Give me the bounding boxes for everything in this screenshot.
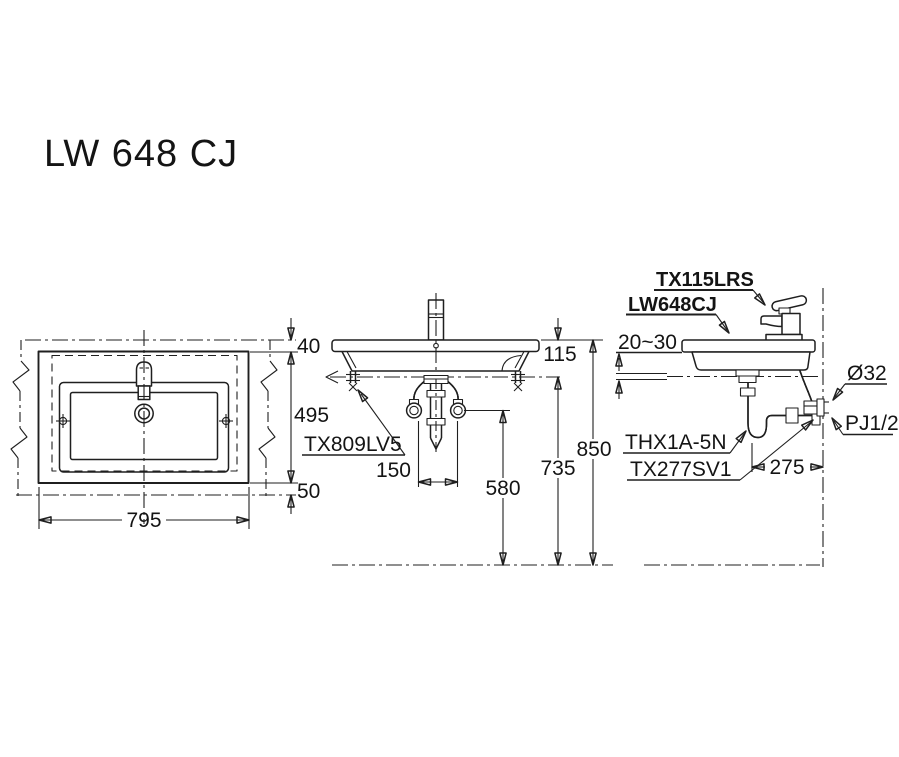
drawing-title: LW 648 CJ bbox=[44, 133, 238, 175]
dim-trap-offset: 275 bbox=[769, 456, 804, 479]
dim-width: 795 bbox=[126, 509, 161, 532]
basin-body-front bbox=[341, 351, 530, 372]
dim-front-offset: 50 bbox=[297, 480, 320, 503]
plan-view: 40 495 50 795 bbox=[10, 318, 329, 532]
mounting-hole-left bbox=[56, 414, 70, 428]
dim-wall-clearance: 20~30 bbox=[618, 331, 677, 354]
supply-hose-side bbox=[798, 367, 813, 403]
basin-rim-side bbox=[681, 339, 816, 353]
label-trap: THX1A-5N bbox=[625, 431, 727, 454]
supply-fitting-left bbox=[405, 398, 423, 419]
mounting-hole-right bbox=[219, 414, 233, 428]
dim-supply-height: 580 bbox=[485, 477, 520, 500]
dim-depth: 495 bbox=[294, 404, 329, 427]
stop-valve bbox=[803, 398, 829, 417]
faucet-side bbox=[760, 295, 808, 342]
basin-body-side bbox=[691, 351, 811, 371]
label-supply-thread: PJ1/2 bbox=[845, 412, 899, 435]
label-basin: LW648CJ bbox=[628, 294, 717, 316]
dim-supply-pitch: 150 bbox=[376, 459, 411, 482]
label-drain-fitting: TX809LV5 bbox=[304, 433, 402, 456]
label-drain-diameter: Ø32 bbox=[847, 362, 887, 385]
dim-back-offset: 40 bbox=[297, 335, 320, 358]
side-view: TX115LRS LW648CJ 20~30 bbox=[615, 269, 899, 567]
front-view: TX809LV5 150 580 115 735 850 bbox=[302, 293, 613, 566]
dim-mount-height: 735 bbox=[540, 457, 575, 480]
label-faucet: TX115LRS bbox=[656, 269, 754, 291]
mounting-bolt-left bbox=[346, 371, 360, 392]
supply-fitting-right bbox=[449, 398, 467, 419]
dim-rim-to-mount: 115 bbox=[543, 343, 576, 366]
mounting-bolt-right bbox=[511, 371, 525, 392]
dim-rim-height: 850 bbox=[576, 438, 611, 461]
label-stop-valve: TX277SV1 bbox=[630, 458, 732, 481]
